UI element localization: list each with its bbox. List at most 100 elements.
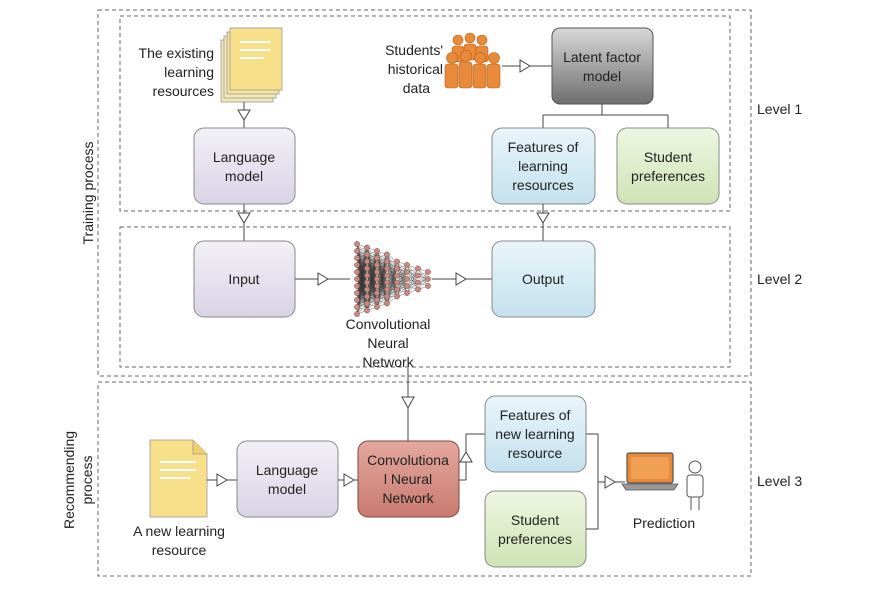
student-preferences-label-l1-2: preferences (631, 168, 705, 184)
nn-node (374, 283, 380, 289)
training-region (97, 9, 752, 377)
latent-factor-model-label: Latent factor (563, 49, 641, 65)
nn-edge (386, 261, 398, 276)
nn-edge (396, 264, 408, 290)
students-data-label-3: data (403, 80, 430, 96)
nn-edge (396, 264, 408, 283)
nn-node (364, 272, 370, 279)
nn-node (404, 262, 410, 268)
nn-node (374, 269, 380, 275)
nn-edge (396, 278, 408, 297)
nn-node (364, 286, 370, 293)
nn-node (394, 286, 400, 293)
nn-edge (386, 261, 398, 290)
language-model-label-l3: Language (256, 462, 319, 478)
nn-node (354, 290, 360, 296)
nn-node (354, 255, 360, 261)
prediction-label: Prediction (633, 515, 695, 531)
level2-region (119, 226, 731, 368)
nn-node (384, 272, 390, 279)
nn-node (404, 290, 410, 296)
existing-resources-label-2: learning (164, 64, 214, 80)
nn-node (384, 258, 390, 265)
nn-edge (366, 285, 378, 311)
nn-node (374, 297, 380, 303)
cnn-label-l3-3: Network (382, 490, 434, 506)
features-new-resource-label-3: resource (508, 445, 563, 461)
nn-edge (356, 296, 368, 315)
student-preferences-label-l3-2: preferences (498, 531, 572, 547)
output-label: Output (522, 271, 564, 287)
nn-edge (366, 250, 378, 276)
nn-edge (386, 275, 398, 304)
latent-factor-model-label-2: model (583, 68, 621, 84)
features-new-resource-label: Features of (500, 407, 571, 423)
nn-node (354, 269, 360, 275)
nn-node (364, 300, 370, 307)
nn-node (364, 307, 370, 314)
student-preferences-box-l3 (484, 490, 587, 568)
nn-node (354, 248, 360, 254)
nn-edge (356, 289, 368, 315)
recommending-process-label: Recommending (61, 431, 77, 529)
level2-label: Level 2 (757, 271, 802, 287)
nn-node (404, 276, 410, 282)
language-model-label-l1-2: model (225, 168, 263, 184)
person-icon (686, 460, 704, 510)
existing-resources-label-3: resources (153, 83, 214, 99)
nn-edge (366, 250, 378, 311)
features-learning-resources-label: Features of (508, 139, 579, 155)
cnn-label-l3-2: l Neural (384, 471, 432, 487)
features-learning-resources-label-2: learning (518, 158, 568, 174)
nn-edge (356, 247, 368, 273)
nn-node (374, 262, 380, 268)
nn-node (374, 255, 380, 261)
nn-edge (356, 247, 368, 315)
nn-node (364, 251, 370, 258)
nn-edge (406, 268, 419, 287)
nn-node (364, 258, 370, 265)
nn-edge (386, 289, 398, 304)
nn-node (425, 269, 431, 275)
nn-edge (417, 271, 429, 290)
nn-edge (356, 254, 368, 315)
nn-node (374, 290, 380, 296)
nn-edge (366, 250, 378, 269)
new-resource-label-2: resource (152, 542, 207, 558)
nn-node (384, 286, 390, 293)
nn-node (425, 283, 431, 289)
input-label: Input (228, 271, 259, 287)
existing-resources-icon (220, 27, 283, 103)
nn-edge (396, 271, 408, 297)
nn-node (374, 276, 380, 282)
output-box (491, 240, 596, 318)
nn-node (374, 304, 380, 310)
features-learning-resources-label-3: resources (512, 177, 573, 193)
language-model-box-l1 (193, 127, 296, 205)
nn-edge (406, 268, 419, 294)
level3-label: Level 3 (757, 473, 802, 489)
nn-node (384, 265, 390, 272)
nn-node (384, 251, 390, 258)
nn-edge (356, 247, 368, 266)
nn-node (394, 279, 400, 286)
cnn-caption-l2-3: Network (362, 354, 414, 370)
features-new-resource-label-2: new learning (495, 426, 574, 442)
nn-node (415, 265, 421, 272)
language-model-label-l1: Language (213, 149, 276, 165)
cnn-label-l3: Convolutiona (367, 452, 449, 468)
existing-resources-label: The existing (139, 45, 214, 61)
nn-edge (376, 254, 388, 273)
nn-node (394, 272, 400, 279)
level1-region (119, 15, 731, 212)
cnn-caption-l2: Convolutional (346, 316, 431, 332)
cnn-caption-l2-2: Neural (367, 335, 408, 351)
students-data-label: Students' (385, 42, 443, 58)
nn-edge (366, 292, 378, 311)
language-model-label-l3-2: model (268, 481, 306, 497)
nn-node (364, 265, 370, 272)
nn-node (425, 276, 431, 282)
students-data-label-2: historical (388, 61, 443, 77)
nn-node (384, 300, 390, 307)
